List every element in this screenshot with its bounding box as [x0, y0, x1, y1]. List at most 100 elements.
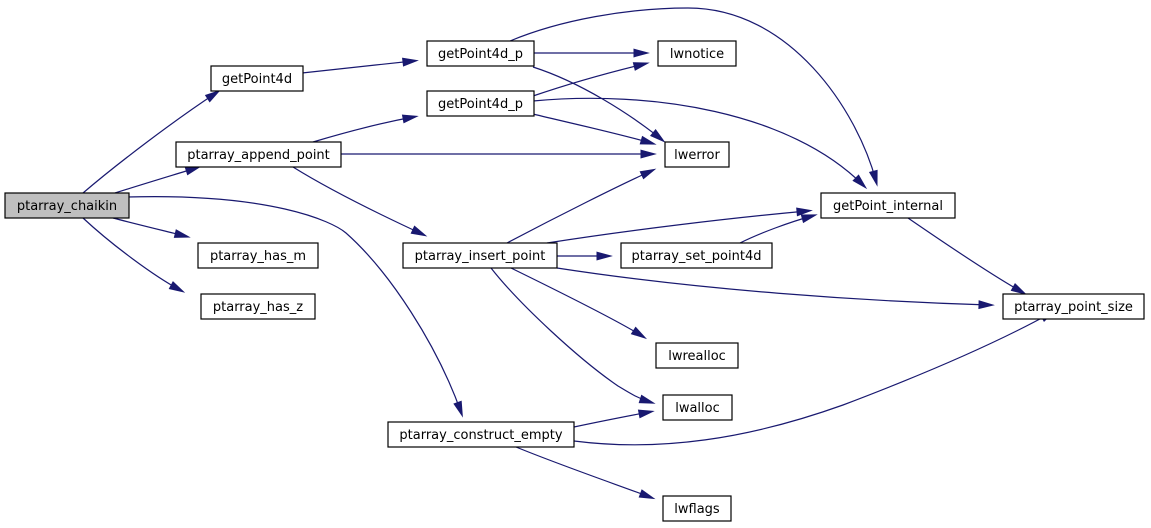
node-label: ptarray_insert_point	[415, 249, 546, 264]
arrowhead-icon	[633, 48, 650, 58]
node-ptarray-set-point4d[interactable]: ptarray_set_point4d	[620, 242, 773, 269]
edge-line	[573, 411, 650, 428]
node-getPoint-internal[interactable]: getPoint_internal	[820, 192, 956, 219]
node-box	[4, 192, 130, 219]
node-label: lwflags	[674, 502, 720, 517]
node-box	[426, 90, 535, 117]
node-ptarray-point-size[interactable]: ptarray_point_size	[1002, 293, 1145, 320]
edge-line	[490, 267, 651, 403]
node-label: lwnotice	[670, 47, 724, 62]
edge-ptarray_insert_point-to-lwrealloc	[510, 267, 648, 340]
node-label: ptarray_set_point4d	[632, 249, 762, 264]
edge-ptarray_insert_point-to-lwalloc	[490, 267, 656, 404]
arrowhead-icon	[630, 326, 648, 340]
node-label: ptarray_point_size	[1014, 300, 1133, 315]
node-ptarray-insert-point[interactable]: ptarray_insert_point	[402, 242, 558, 269]
node-label: getPoint4d_p	[438, 97, 523, 112]
node-box	[402, 242, 558, 269]
arrowhead-icon	[204, 89, 221, 103]
node-box	[426, 40, 535, 67]
node-label: ptarray_has_m	[210, 249, 306, 264]
edge-line	[556, 267, 990, 306]
arrowhead-icon	[453, 400, 463, 418]
edge-line	[112, 217, 186, 237]
node-lwalloc[interactable]: lwalloc	[662, 394, 733, 421]
arrowhead-icon	[640, 149, 657, 159]
edge-getPoint_internal-to-ptarray_point_size	[907, 217, 1028, 295]
node-lwerror[interactable]: lwerror	[664, 141, 730, 168]
edge-ptarray_construct_empty-to-ptarray_point_size	[573, 310, 1057, 446]
node-label: lwerror	[674, 148, 720, 163]
arrowhead-icon	[638, 394, 656, 404]
node-box	[620, 242, 773, 269]
node-lwrealloc[interactable]: lwrealloc	[655, 342, 739, 369]
edge-getPoint4d_p_1-to-getPoint_internal	[509, 7, 878, 187]
node-ptarray-chaikin: ptarray_chaikin	[4, 192, 130, 219]
edge-line	[312, 116, 414, 143]
edge-getPoint4d-to-getPoint4d_p_1	[301, 57, 419, 74]
edge-line	[532, 97, 864, 186]
node-lwnotice[interactable]: lwnotice	[657, 40, 737, 67]
arrowhead-icon	[632, 62, 650, 71]
arrowhead-icon	[173, 229, 191, 238]
edge-line	[515, 446, 651, 498]
node-box	[200, 293, 316, 320]
edge-ptarray_append_point-to-getPoint4d_p_2	[312, 114, 419, 143]
node-lwflags[interactable]: lwflags	[662, 495, 732, 522]
node-box	[387, 421, 575, 448]
arrowhead-icon	[168, 281, 186, 293]
node-getPoint4d-p-1[interactable]: getPoint4d_p	[426, 40, 535, 67]
edge-getPoint4d_p_2-to-getPoint_internal	[532, 97, 868, 190]
arrowhead-icon	[401, 114, 419, 124]
edge-ptarray_insert_point-to-lwerror	[506, 168, 657, 244]
node-box	[210, 65, 304, 92]
arrowhead-icon	[639, 168, 657, 180]
edge-ptarray_set_point4d-to-getPoint_internal	[739, 214, 818, 244]
edge-ptarray_chaikin-to-getPoint4d	[82, 89, 221, 194]
edge-line	[573, 312, 1052, 446]
edge-line	[532, 66, 662, 140]
edge-ptarray_chaikin-to-ptarray_has_z	[82, 217, 186, 293]
edge-ptarray_append_point-to-lwerror	[341, 149, 657, 159]
node-label: ptarray_append_point	[187, 148, 330, 163]
node-label: ptarray_chaikin	[17, 199, 117, 214]
node-getPoint4d-p-2[interactable]: getPoint4d_p	[426, 90, 535, 117]
edge-line	[82, 217, 181, 291]
arrowhead-icon	[868, 169, 878, 187]
node-label: getPoint_internal	[833, 199, 943, 214]
arrowhead-icon	[649, 128, 666, 143]
edge-line	[509, 7, 877, 182]
node-getPoint4d[interactable]: getPoint4d	[210, 65, 304, 92]
arrowhead-icon	[796, 207, 813, 217]
node-box	[657, 40, 737, 67]
node-box	[664, 141, 730, 168]
edge-getPoint4d_p_2-to-lwnotice	[532, 62, 650, 97]
edge-line	[907, 217, 1023, 293]
node-ptarray-append-point[interactable]: ptarray_append_point	[175, 141, 342, 168]
edge-line	[506, 170, 652, 244]
edge-getPoint4d_p_1-to-lwerror	[532, 66, 666, 143]
node-label: getPoint4d	[222, 72, 292, 87]
node-box	[1002, 293, 1145, 320]
arrowhead-icon	[402, 57, 419, 67]
edge-ptarray_append_point-to-ptarray_insert_point	[292, 166, 428, 237]
node-ptarray-has-m[interactable]: ptarray_has_m	[197, 242, 319, 269]
node-box	[655, 342, 739, 369]
node-ptarray-has-z[interactable]: ptarray_has_z	[200, 293, 316, 320]
edge-line	[82, 92, 217, 194]
node-label: lwalloc	[675, 401, 720, 416]
node-box	[197, 242, 319, 269]
node-label: getPoint4d_p	[438, 47, 523, 62]
edge-line	[126, 196, 462, 413]
arrowhead-icon	[596, 251, 613, 261]
edge-ptarray_insert_point-to-ptarray_point_size	[556, 267, 995, 310]
edge-ptarray_construct_empty-to-lwflags	[515, 446, 656, 500]
node-label: ptarray_has_z	[213, 300, 303, 315]
arrowhead-icon	[637, 409, 655, 419]
node-ptarray-construct-empty[interactable]: ptarray_construct_empty	[387, 421, 575, 448]
edge-ptarray_chaikin-to-ptarray_construct_empty	[126, 196, 463, 418]
node-label: lwrealloc	[668, 349, 726, 364]
edge-line	[301, 60, 414, 74]
edge-ptarray_construct_empty-to-lwalloc	[573, 409, 655, 428]
